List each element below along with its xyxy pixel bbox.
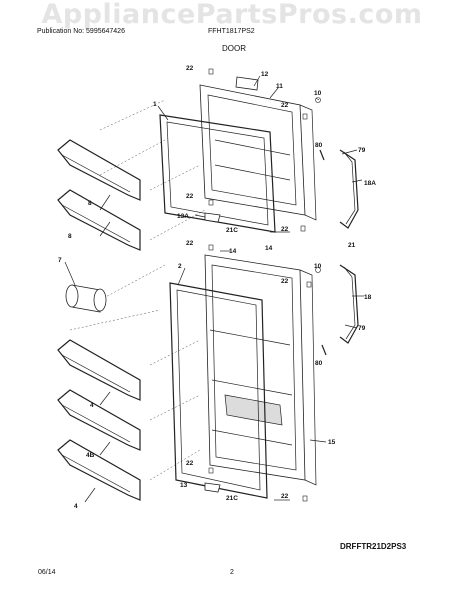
page-number: 2 bbox=[230, 569, 234, 576]
callout-10-lower: 10 bbox=[314, 263, 322, 270]
callout-80-lower: 80 bbox=[315, 360, 323, 367]
diagram-code: DRFFTR21D2PS3 bbox=[340, 542, 407, 551]
footer-date: 06/14 bbox=[38, 569, 56, 576]
freezer-door-liner bbox=[199, 84, 317, 221]
callout-22-h: 22 bbox=[281, 493, 289, 500]
callout-7: 7 bbox=[58, 257, 62, 264]
callout-21c-upper: 21C bbox=[226, 227, 238, 234]
callout-79-lower: 79 bbox=[358, 325, 366, 332]
callout-14-upper: 14 bbox=[229, 248, 237, 255]
callout-14-lower: 14 bbox=[265, 245, 273, 252]
callout-4-lower: 4 bbox=[74, 503, 78, 510]
callout-10-upper: 10 bbox=[314, 90, 322, 97]
callout-13a: 13A bbox=[177, 213, 189, 220]
label-plate bbox=[235, 76, 259, 91]
callout-22-b: 22 bbox=[281, 102, 289, 109]
callout-2: 2 bbox=[178, 263, 182, 270]
section-title: DOOR bbox=[222, 44, 246, 53]
callout-15: 15 bbox=[328, 439, 336, 446]
fresh-food-door-gasket bbox=[169, 282, 268, 499]
callout-13: 13 bbox=[180, 482, 188, 489]
callout-22-c: 22 bbox=[186, 193, 194, 200]
fresh-food-door-liner bbox=[204, 254, 317, 486]
leader-lines bbox=[64, 75, 364, 503]
screws bbox=[208, 68, 327, 502]
callout-22-f: 22 bbox=[281, 278, 289, 285]
dairy-compartment bbox=[65, 284, 107, 313]
callout-22-d: 22 bbox=[281, 226, 289, 233]
publication-number: Publication No: 5995647426 bbox=[37, 28, 125, 35]
callout-8-upper: 8 bbox=[88, 200, 92, 207]
callout-22-g: 22 bbox=[186, 460, 194, 467]
door-bins bbox=[57, 139, 141, 501]
callout-22-e: 22 bbox=[186, 240, 194, 247]
callout-21c-lower: 21C bbox=[226, 495, 238, 502]
callout-1: 1 bbox=[153, 101, 157, 108]
watermark: AppliancePartsPros.com bbox=[41, 0, 423, 30]
callout-8-lower: 8 bbox=[68, 233, 72, 240]
callout-4-upper: 4 bbox=[90, 402, 94, 409]
callout-21: 21 bbox=[348, 242, 356, 249]
model-number: FFHT1817PS2 bbox=[208, 28, 255, 35]
callout-4b: 4B bbox=[86, 452, 95, 459]
callout-11: 11 bbox=[276, 83, 283, 90]
callout-22-a: 22 bbox=[186, 65, 194, 72]
callout-12: 12 bbox=[261, 71, 269, 78]
callout-18: 18 bbox=[364, 294, 372, 301]
callout-79-upper: 79 bbox=[358, 147, 366, 154]
door-stop-upper bbox=[204, 212, 221, 223]
callout-labels: 1 2 4 4 4B 7 8 8 10 10 11 12 13 13A 14 1… bbox=[58, 65, 376, 510]
door-stop-lower bbox=[204, 482, 221, 493]
callout-80-upper: 80 bbox=[315, 142, 323, 149]
door-handles bbox=[339, 149, 359, 344]
callout-18a: 18A bbox=[364, 180, 376, 187]
